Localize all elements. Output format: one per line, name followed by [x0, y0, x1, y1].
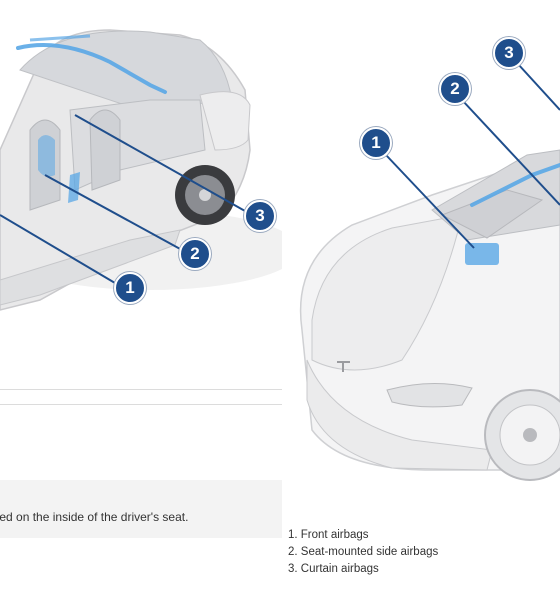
legend-item-front-airbags: 1. Front airbags: [288, 529, 369, 541]
legend-item-seat-mounted-airbags: 2. Seat-mounted side airbags: [288, 546, 439, 558]
airbag-legend: 1. Front airbags 2. Seat-mounted side ai…: [288, 527, 438, 578]
left-marker-2: 2: [179, 238, 211, 270]
divider-top: [0, 389, 282, 390]
right-marker-2: 2: [439, 73, 471, 105]
right-figure-panel: 1 2 3 1. Front airbags 2. Seat-mounted s…: [282, 0, 560, 600]
legend-item-curtain-airbags: 3. Curtain airbags: [288, 563, 379, 575]
note-text: Mounted on the inside of the driver's se…: [0, 510, 189, 524]
left-figure-panel: 1 2 3 Mounted on the inside of the drive…: [0, 29, 282, 538]
right-marker-3: 3: [493, 37, 525, 69]
car-front-illustration: [299, 63, 560, 481]
left-marker-1: 1: [114, 272, 146, 304]
left-marker-3: 3: [244, 200, 276, 232]
divider-bottom: [0, 404, 282, 405]
note-box: Mounted on the inside of the driver's se…: [0, 480, 282, 538]
car-side-illustration: [0, 29, 282, 311]
right-marker-1: 1: [360, 127, 392, 159]
